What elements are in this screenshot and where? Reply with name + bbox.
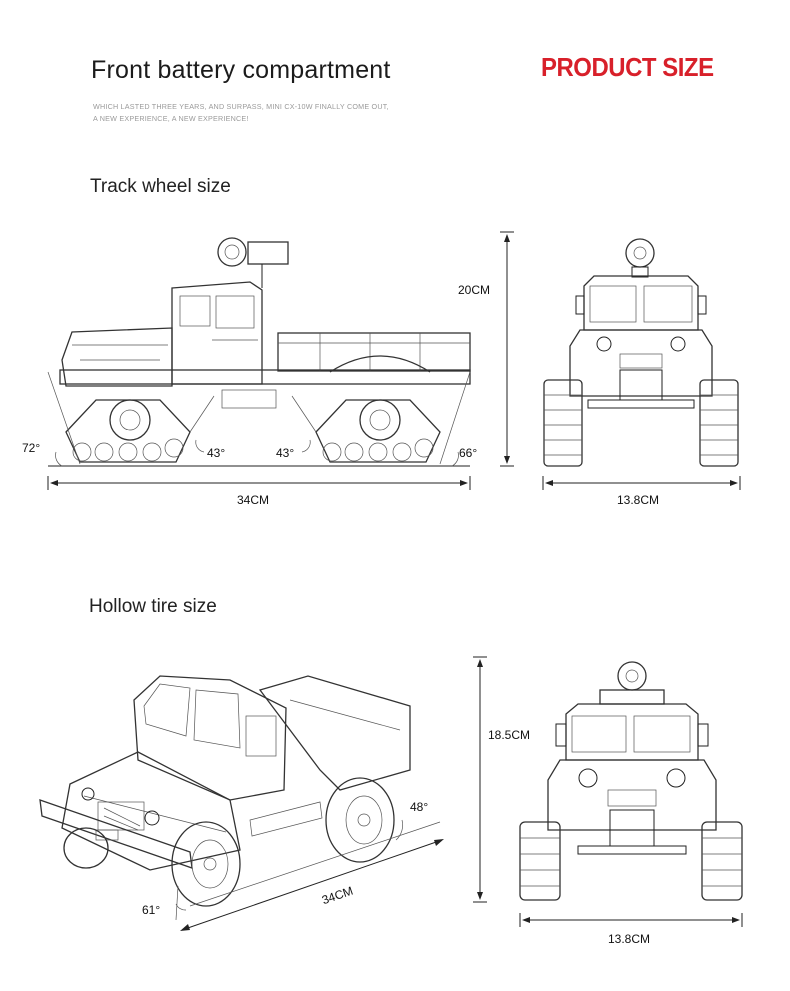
subtitle-line-1: WHICH LASTED THREE YEARS, AND SURPASS, M… xyxy=(93,102,389,111)
track-angle-rear-track: 43° xyxy=(207,446,226,460)
track-length-label: 34CM xyxy=(237,493,270,507)
page-title: Front battery compartment xyxy=(91,56,391,84)
hollow-truck-perspective-drawing xyxy=(39,675,441,921)
hollow-section-title: Hollow tire size xyxy=(89,596,217,617)
track-angle-front: 66° xyxy=(459,446,478,460)
brand-heading: PRODUCT SIZE xyxy=(541,52,714,82)
track-height-label: 20CM xyxy=(458,283,491,297)
hollow-angle-side: 48° xyxy=(410,800,429,814)
hollow-height-label: 18.5CM xyxy=(488,728,531,742)
hollow-width-label: 13.8CM xyxy=(608,932,651,946)
track-truck-front-drawing xyxy=(543,238,739,467)
track-section-title: Track wheel size xyxy=(90,176,231,197)
track-angle-front-track: 43° xyxy=(276,446,295,460)
track-width-label: 13.8CM xyxy=(617,493,660,507)
track-angle-rear: 72° xyxy=(22,441,41,455)
hollow-truck-front-drawing xyxy=(519,661,743,901)
hollow-angle-front: 61° xyxy=(142,903,161,917)
subtitle-line-2: A NEW EXPERIENCE, A NEW EXPERIENCE! xyxy=(93,114,249,123)
track-truck-side-drawing xyxy=(47,237,471,467)
